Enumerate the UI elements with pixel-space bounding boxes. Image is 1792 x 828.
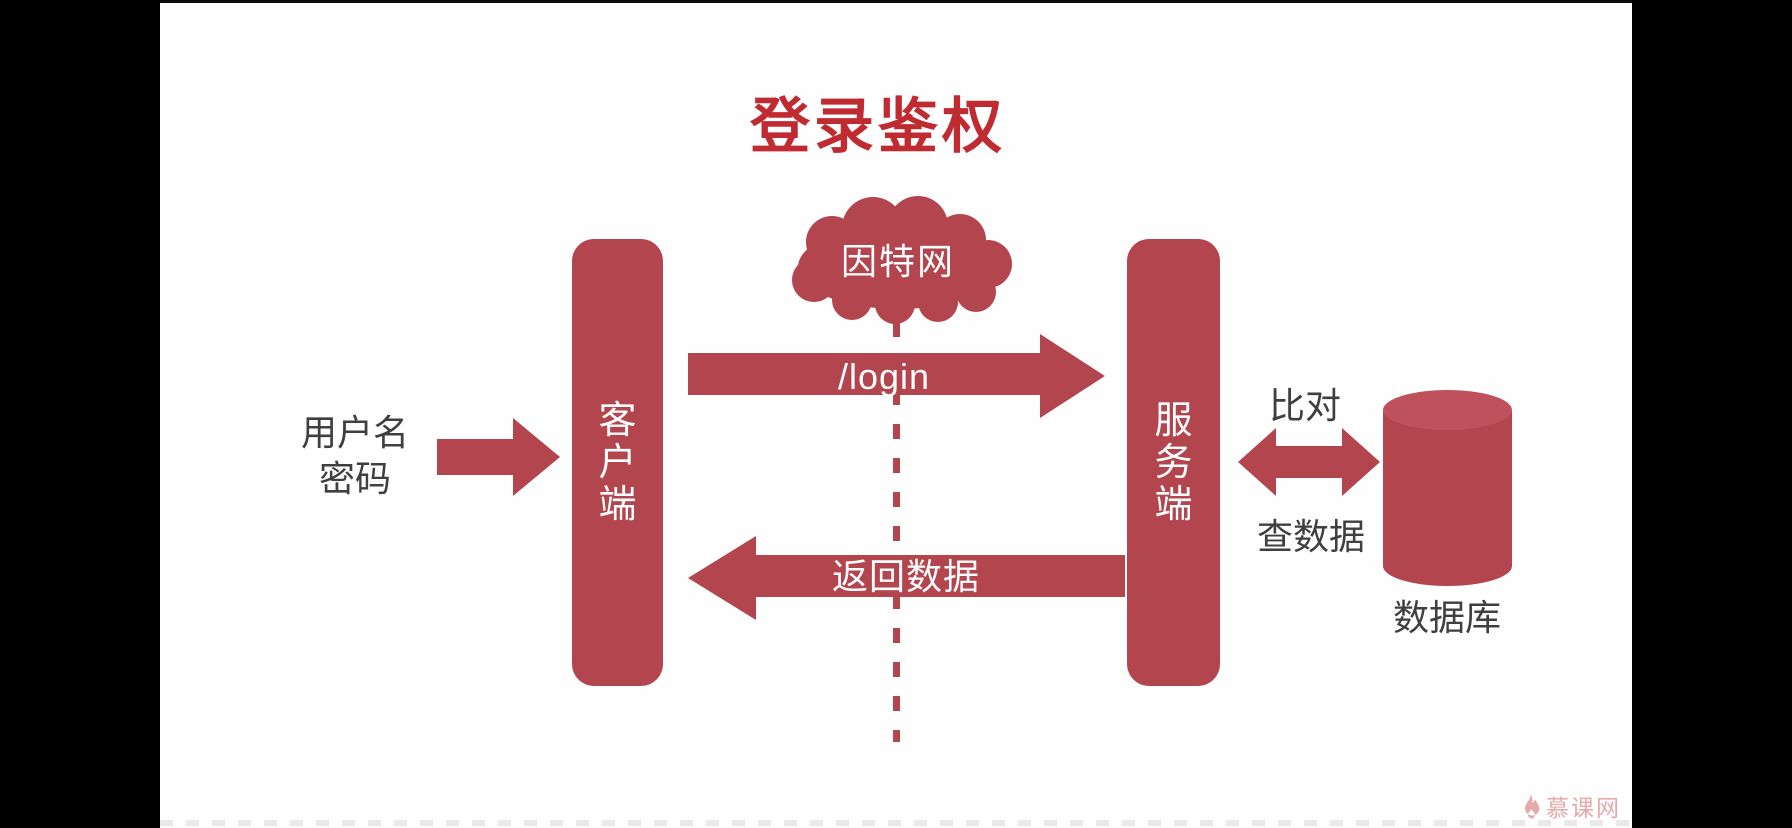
letterbox-left: [0, 0, 160, 828]
database-label: 数据库: [1392, 597, 1501, 638]
credentials-line-username: 用户名: [300, 412, 409, 453]
return-data-label: 返回数据: [831, 556, 980, 597]
db-exchange-arrow-icon: [1238, 428, 1380, 496]
credentials-line-password: 密码: [318, 458, 391, 499]
server-box: 服务端: [1127, 239, 1220, 686]
compare-label: 比对: [1268, 385, 1341, 426]
client-box: 客户端: [572, 239, 663, 686]
letterbox-right: [1632, 0, 1792, 828]
watermark: 慕课网: [1522, 789, 1621, 823]
login-request-arrow-icon: [688, 334, 1105, 418]
credentials-text: 用户名 密码: [275, 410, 435, 502]
top-border-line: [160, 0, 1632, 3]
database-cylinder-icon: [1383, 390, 1512, 586]
flame-icon: [1525, 793, 1540, 818]
input-arrow-icon: [437, 418, 560, 496]
network-boundary-dashed-line: [893, 322, 900, 742]
internet-cloud: 因特网: [780, 192, 1016, 325]
cloud-icon: [792, 196, 1012, 324]
login-endpoint-label: /login: [837, 356, 931, 397]
client-label: 客户端: [598, 399, 637, 526]
internet-label: 因特网: [840, 240, 955, 282]
bottom-dashed-track: [160, 820, 1632, 826]
return-data-arrow-icon: [688, 536, 1125, 620]
server-label: 服务端: [1154, 399, 1193, 526]
page-title: 登录鉴权: [750, 93, 1006, 160]
watermark-brand: 慕课网: [1546, 795, 1621, 821]
query-data-label: 查数据: [1256, 516, 1365, 557]
